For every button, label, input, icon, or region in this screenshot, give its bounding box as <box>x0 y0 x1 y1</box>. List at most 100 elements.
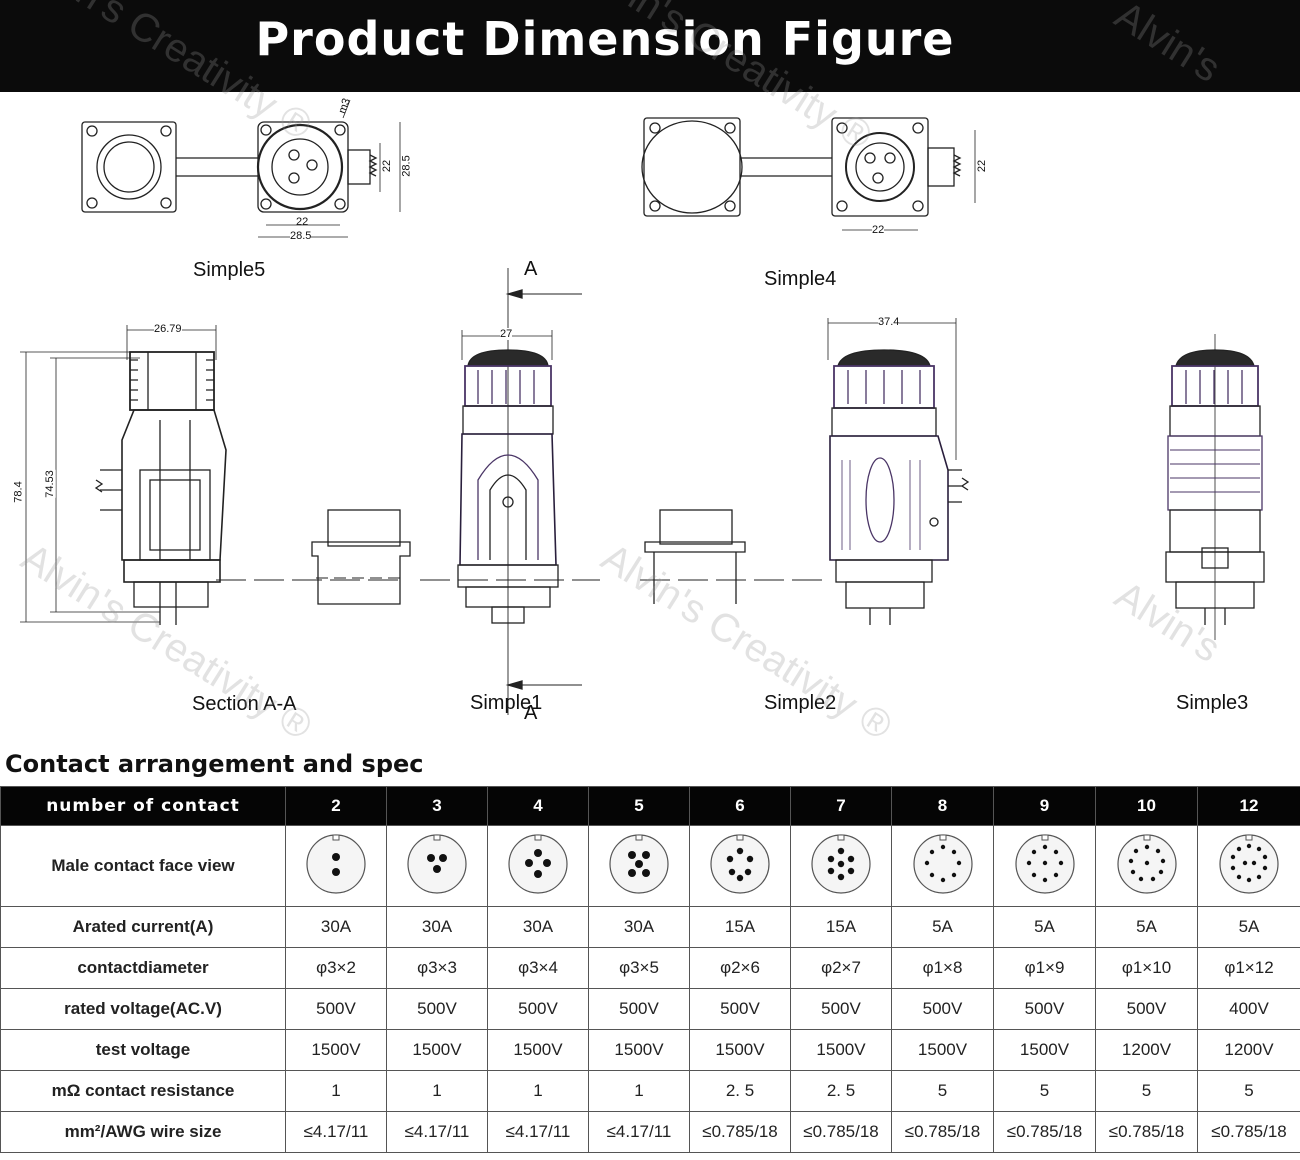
contact-face-diagram <box>609 833 669 894</box>
contact-pin <box>1128 858 1133 863</box>
table-header-row: number of contact 2 3 4 5 6 7 8 9 10 12 <box>0 786 1300 826</box>
table-cell: 500V <box>689 988 791 1030</box>
contact-pin <box>1242 860 1248 865</box>
dim-s5-285-width: 28.5 <box>290 230 312 242</box>
mount-bracket-detail <box>311 509 411 605</box>
table-cell: φ1×12 <box>1197 947 1300 989</box>
title-banner: Product Dimension Figure <box>0 0 1300 92</box>
contact-pin <box>1042 860 1047 865</box>
table-cell: 1500V <box>487 1029 589 1071</box>
contact-pin <box>628 868 636 877</box>
table-cell: 2. 5 <box>689 1070 791 1112</box>
contact-pin <box>1230 854 1236 859</box>
header-contact-count: 3 <box>386 786 488 826</box>
dim-simple1-width: 27 <box>500 328 513 340</box>
contact-pin <box>827 855 835 862</box>
section-line-a <box>505 268 582 715</box>
contact-pin <box>1144 844 1149 849</box>
contact-pin <box>929 849 934 854</box>
row-label-face-view: Male contact face view <box>0 825 286 907</box>
contact-pin <box>847 855 855 862</box>
row-label-rated-voltage: rated voltage(AC.V) <box>0 988 286 1030</box>
contact-pin <box>736 874 744 881</box>
contact-pin <box>1158 869 1163 874</box>
table-cell: 5 <box>1197 1070 1300 1112</box>
contact-pin <box>940 844 945 849</box>
contact-pin <box>1256 874 1262 879</box>
contact-pin <box>951 849 956 854</box>
row-label-test-voltage: test voltage <box>0 1029 286 1071</box>
contact-pin <box>642 868 650 877</box>
contact-face-diagram <box>1219 833 1279 894</box>
table-cell: 15A <box>689 906 791 948</box>
table-cell: 30A <box>588 906 690 948</box>
contact-face-10pin <box>1095 825 1198 907</box>
contact-face-9pin <box>993 825 1096 907</box>
contact-pin <box>924 860 929 865</box>
table-cell: 1500V <box>689 1029 791 1071</box>
table-cell: 30A <box>487 906 589 948</box>
table-cell: ≤4.17/11 <box>285 1111 387 1153</box>
contact-pin <box>433 864 441 873</box>
drawing-canvas <box>20 99 1265 715</box>
simple2-drawing <box>827 318 970 625</box>
table-cell: 500V <box>993 988 1096 1030</box>
section-aa-drawing <box>20 325 400 625</box>
table-cell: 1500V <box>386 1029 488 1071</box>
table-cell: 30A <box>386 906 488 948</box>
contact-pin <box>1133 848 1138 853</box>
table-cell: 1 <box>487 1070 589 1112</box>
contact-pin <box>956 860 961 865</box>
contact-pin <box>746 855 754 862</box>
contact-pin <box>1144 860 1149 865</box>
table-cell: ≤0.785/18 <box>1095 1111 1198 1153</box>
contact-face-diagram <box>306 833 366 894</box>
dim-section-height-784: 78.4 <box>12 481 25 503</box>
simple5-drawing <box>81 99 401 238</box>
table-cell: 5A <box>1095 906 1198 948</box>
table-cell: 500V <box>588 988 690 1030</box>
contact-pin <box>642 850 650 859</box>
table-cell: φ2×7 <box>790 947 892 989</box>
table-row-face-view: Male contact face view <box>0 825 1300 907</box>
contact-pin <box>1058 860 1063 865</box>
table-cell: 500V <box>1095 988 1198 1030</box>
label-simple4: Simple4 <box>764 268 837 290</box>
table-cell: 1500V <box>891 1029 994 1071</box>
table-cell: 500V <box>790 988 892 1030</box>
label-simple2: Simple2 <box>764 692 837 714</box>
contact-pin <box>1262 865 1268 870</box>
header-contact-count: 10 <box>1095 786 1198 826</box>
contact-pin <box>525 858 533 867</box>
contact-face-diagram <box>1116 833 1177 894</box>
table-cell: ≤0.785/18 <box>891 1111 994 1153</box>
contact-pin <box>1130 869 1135 874</box>
contact-pin <box>1138 876 1143 881</box>
row-label-wire-size: mm²/AWG wire size <box>0 1111 286 1153</box>
table-cell: φ3×5 <box>588 947 690 989</box>
table-cell: 1 <box>386 1070 488 1112</box>
table-cell: ≤4.17/11 <box>588 1111 690 1153</box>
table-cell: φ3×2 <box>285 947 387 989</box>
contact-face-diagram <box>1014 833 1075 894</box>
table-cell: 1500V <box>285 1029 387 1071</box>
contact-pin <box>1042 844 1047 849</box>
simple4-drawing <box>641 117 976 231</box>
table-cell: 500V <box>487 988 589 1030</box>
table-cell: 500V <box>285 988 387 1030</box>
contact-face-12pin <box>1197 825 1300 907</box>
table-cell: 5A <box>993 906 1096 948</box>
header-contact-count: 8 <box>891 786 994 826</box>
contact-pin <box>1042 877 1047 882</box>
contact-pin <box>1246 877 1252 882</box>
page-title: Product Dimension Figure <box>255 12 955 66</box>
contact-face-diagram <box>710 833 770 894</box>
contact-face-7pin <box>790 825 892 907</box>
dim-simple2-width: 37.4 <box>878 316 900 328</box>
contact-pin <box>332 852 340 861</box>
label-section-a-top: A <box>524 258 538 280</box>
contact-pin <box>1262 854 1268 859</box>
dim-s5-22-height: 22 <box>381 159 394 173</box>
header-contact-count: 9 <box>993 786 1096 826</box>
